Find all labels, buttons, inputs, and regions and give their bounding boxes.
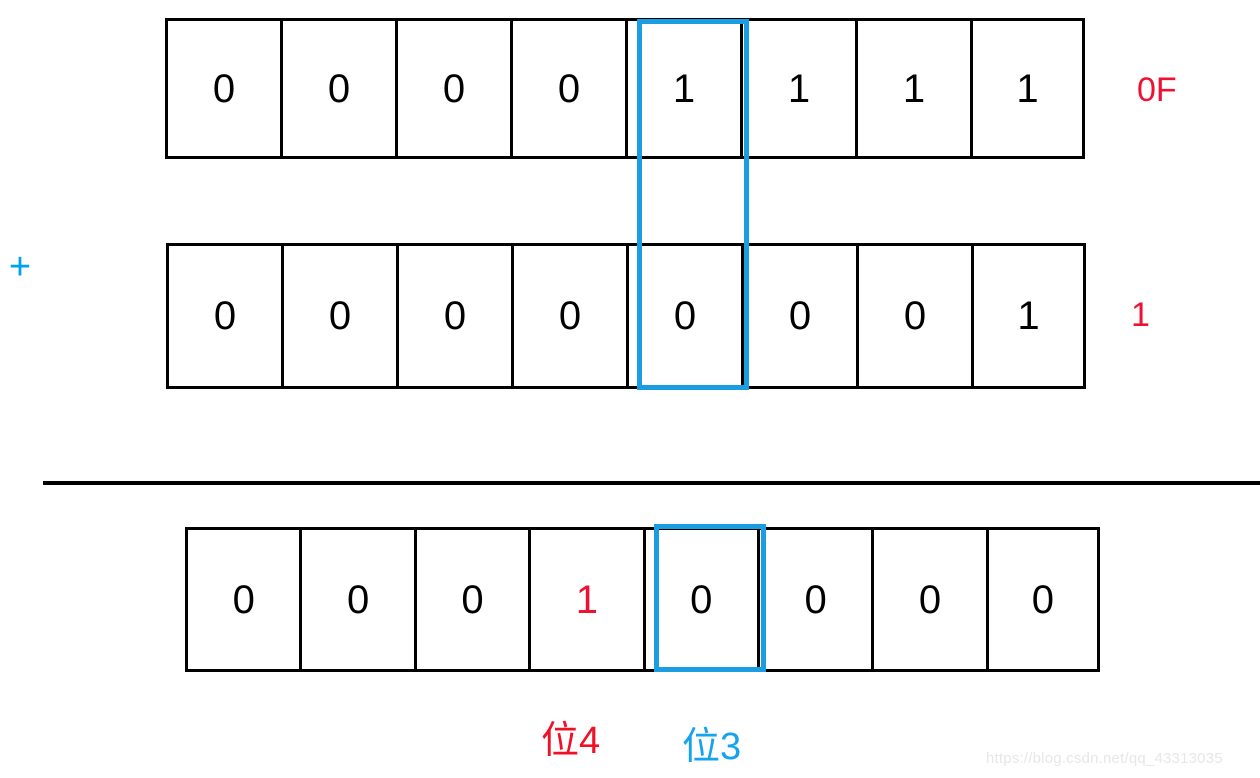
bit-cell: 0 <box>395 18 510 159</box>
bit-value: 0 <box>558 294 582 338</box>
operand-bottom-label: 1 <box>1131 296 1150 334</box>
caption-bit3: 位3 <box>682 726 742 768</box>
bit-value: 0 <box>461 577 484 622</box>
bit-cell: 0 <box>396 243 511 389</box>
sum-divider-line <box>43 481 1260 485</box>
bit-value: 0 <box>213 294 237 338</box>
bit-cell: 0 <box>165 18 280 159</box>
bit-value: 1 <box>575 577 598 622</box>
bit-cell: 0 <box>871 527 986 672</box>
bit-value: 1 <box>787 66 811 111</box>
bit-value: 0 <box>1031 577 1054 622</box>
bit-cell: 0 <box>626 243 741 389</box>
bit-value: 1 <box>1017 294 1040 338</box>
bit-value: 0 <box>346 577 370 622</box>
bit-value: 0 <box>327 66 351 111</box>
bit-value: 1 <box>672 66 696 111</box>
bit-cell: 0 <box>166 243 281 389</box>
watermark: https://blog.csdn.net/qq_43313035 <box>986 750 1223 767</box>
caption-bit4: 位4 <box>541 720 601 762</box>
bit-cell: 0 <box>510 18 625 159</box>
bit-value: 0 <box>903 294 927 338</box>
bit-value: 0 <box>918 577 942 622</box>
bit-value: 0 <box>328 294 352 338</box>
bit-cell: 0 <box>413 527 529 672</box>
operand-row-top: 0 0 0 0 1 1 1 1 <box>165 18 1085 159</box>
bit-value: 1 <box>1016 66 1039 111</box>
bit-cell: 1 <box>625 18 740 159</box>
bit-cell: 0 <box>281 243 396 389</box>
bit-value: 0 <box>232 577 255 622</box>
plus-operator-icon: + <box>8 246 32 288</box>
bit-cell: 0 <box>856 243 971 389</box>
bit-value: 0 <box>673 294 697 338</box>
bit-value: 0 <box>788 294 812 338</box>
bit-cell: 0 <box>511 243 626 389</box>
bit-cell: 1 <box>971 243 1086 389</box>
bit-cell: 0 <box>185 527 300 672</box>
bit-cell: 1 <box>740 18 855 159</box>
bit-cell: 1 <box>970 18 1085 159</box>
bit-value: 0 <box>443 294 467 338</box>
bit-cell: 0 <box>299 527 414 672</box>
bit-value: 0 <box>557 66 581 111</box>
operand-top-label: 0F <box>1137 71 1177 109</box>
bit-cell: 1 <box>855 18 970 159</box>
bit-value: 0 <box>804 577 827 622</box>
bit-value: 0 <box>690 577 713 622</box>
bit-cell: 1 <box>528 527 643 672</box>
bit-cell: 0 <box>985 527 1100 672</box>
bit-cell: 0 <box>642 527 757 672</box>
bit-cell: 0 <box>741 243 856 389</box>
result-row: 0 0 0 1 0 0 0 0 <box>185 527 1100 672</box>
bit-value: 1 <box>902 66 926 111</box>
bit-value: 0 <box>442 66 466 111</box>
operand-row-bottom: 0 0 0 0 0 0 0 1 <box>166 243 1086 389</box>
bit-value: 0 <box>212 66 236 111</box>
bit-cell: 0 <box>280 18 395 159</box>
bit-cell: 0 <box>756 527 872 672</box>
